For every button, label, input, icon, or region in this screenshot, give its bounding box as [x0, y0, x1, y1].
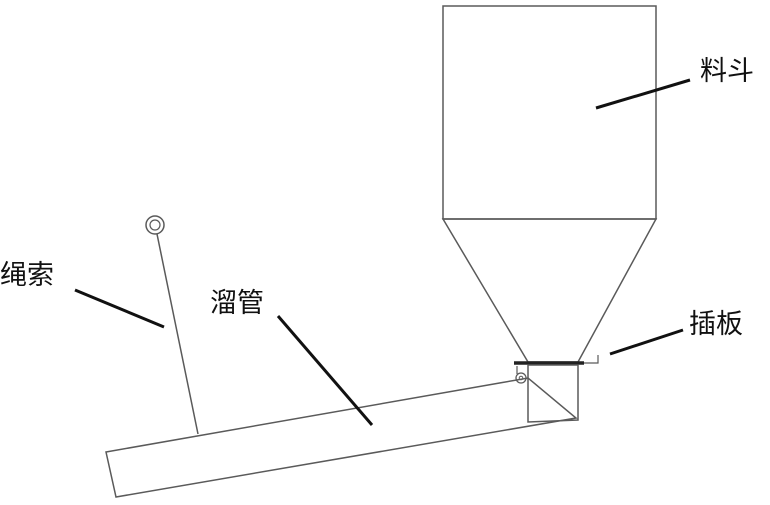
hopper-cone [443, 219, 656, 362]
leader-hopper [596, 80, 690, 108]
rope-ring-outer [146, 216, 164, 234]
rope-ring-inner [150, 220, 160, 230]
chute-pipe [106, 378, 576, 497]
hopper-body [443, 6, 656, 219]
label-gate-plate: 插板 [689, 309, 743, 340]
label-chute: 溜管 [210, 288, 264, 319]
leader-gate-plate [610, 330, 683, 354]
leader-chute [278, 316, 372, 425]
leader-rope [75, 290, 164, 327]
label-hopper: 料斗 [700, 56, 754, 87]
label-rope: 绳索 [0, 260, 54, 291]
gate-plate-edge [584, 355, 598, 363]
outlet-box [528, 365, 578, 422]
rope-line [157, 234, 198, 434]
